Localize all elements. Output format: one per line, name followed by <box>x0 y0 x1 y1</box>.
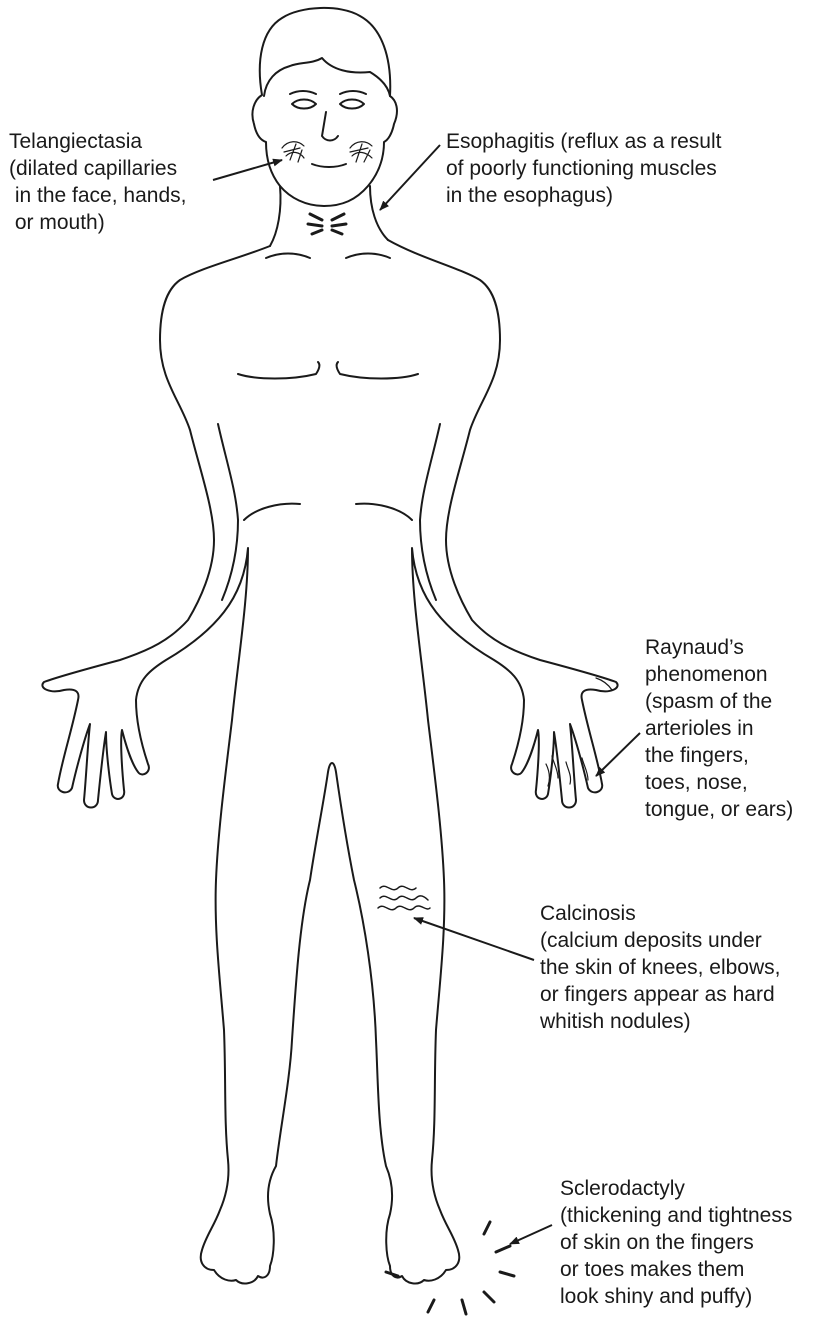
toe-burst-marks <box>386 1222 514 1314</box>
telangiectasia-line: Telangiectasia <box>9 128 186 155</box>
calcinosis-line: or fingers appear as hard <box>540 981 780 1008</box>
mouth <box>312 164 346 167</box>
hair-outline <box>264 58 390 96</box>
neck-left <box>270 186 281 246</box>
left-eyebrow <box>290 91 316 94</box>
raynaud-label: Raynaud’s phenomenon (spasm of the arter… <box>645 634 793 823</box>
right-cheek-capillaries <box>350 142 372 162</box>
telangiectasia-line: or mouth) <box>9 209 186 236</box>
left-collarbone <box>266 254 310 259</box>
calcinosis-line: Calcinosis <box>540 900 780 927</box>
right-waist-line <box>356 504 412 520</box>
left-eye <box>292 100 316 109</box>
right-eyebrow <box>340 91 366 94</box>
calcinosis-arrow <box>414 918 534 960</box>
left-chest-line <box>238 362 319 379</box>
raynaud-line: toes, nose, <box>645 769 793 796</box>
raynaud-line: the fingers, <box>645 742 793 769</box>
calcinosis-label: Calcinosis (calcium deposits under the s… <box>540 900 780 1035</box>
esophagus-marks <box>308 214 346 234</box>
neck-right <box>370 186 388 240</box>
sclerodactyly-line: Sclerodactyly <box>560 1175 792 1202</box>
sclerodactyly-arrow <box>510 1225 552 1244</box>
knee-calcinosis-marks <box>378 886 430 909</box>
head-outline <box>252 8 397 206</box>
raynaud-line: Raynaud’s <box>645 634 793 661</box>
right-inner-arm <box>420 424 440 600</box>
sclerodactyly-line: or toes makes them <box>560 1256 792 1283</box>
esophagitis-line: in the esophagus) <box>446 182 721 209</box>
sclerodactyly-line: look shiny and puffy) <box>560 1283 792 1310</box>
sclerodactyly-line: (thickening and tightness <box>560 1202 792 1229</box>
calcinosis-line: (calcium deposits under <box>540 927 780 954</box>
sclerodactyly-line: of skin on the fingers <box>560 1229 792 1256</box>
telangiectasia-line: in the face, hands, <box>9 182 186 209</box>
raynaud-line: arterioles in <box>645 715 793 742</box>
right-chest-line <box>337 362 418 379</box>
telangiectasia-label: Telangiectasia (dilated capillaries in t… <box>9 128 186 236</box>
esophagitis-line: of poorly functioning muscles <box>446 155 721 182</box>
left-waist-line <box>244 504 300 520</box>
esophagitis-arrow <box>380 145 440 210</box>
right-eye <box>340 100 364 109</box>
raynaud-arrow <box>596 733 640 776</box>
sclerodactyly-label: Sclerodactyly (thickening and tightness … <box>560 1175 792 1310</box>
nose <box>322 112 338 141</box>
raynaud-line: tongue, or ears) <box>645 796 793 823</box>
calcinosis-line: the skin of knees, elbows, <box>540 954 780 981</box>
body-outline <box>42 240 617 1283</box>
esophagitis-label: Esophagitis (reflux as a result of poorl… <box>446 128 721 209</box>
raynaud-line: phenomenon <box>645 661 793 688</box>
raynaud-line: (spasm of the <box>645 688 793 715</box>
left-cheek-capillaries <box>282 142 304 162</box>
right-collarbone <box>346 254 390 259</box>
left-inner-arm <box>218 424 238 600</box>
esophagitis-line: Esophagitis (reflux as a result <box>446 128 721 155</box>
telangiectasia-line: (dilated capillaries <box>9 155 186 182</box>
calcinosis-line: whitish nodules) <box>540 1008 780 1035</box>
